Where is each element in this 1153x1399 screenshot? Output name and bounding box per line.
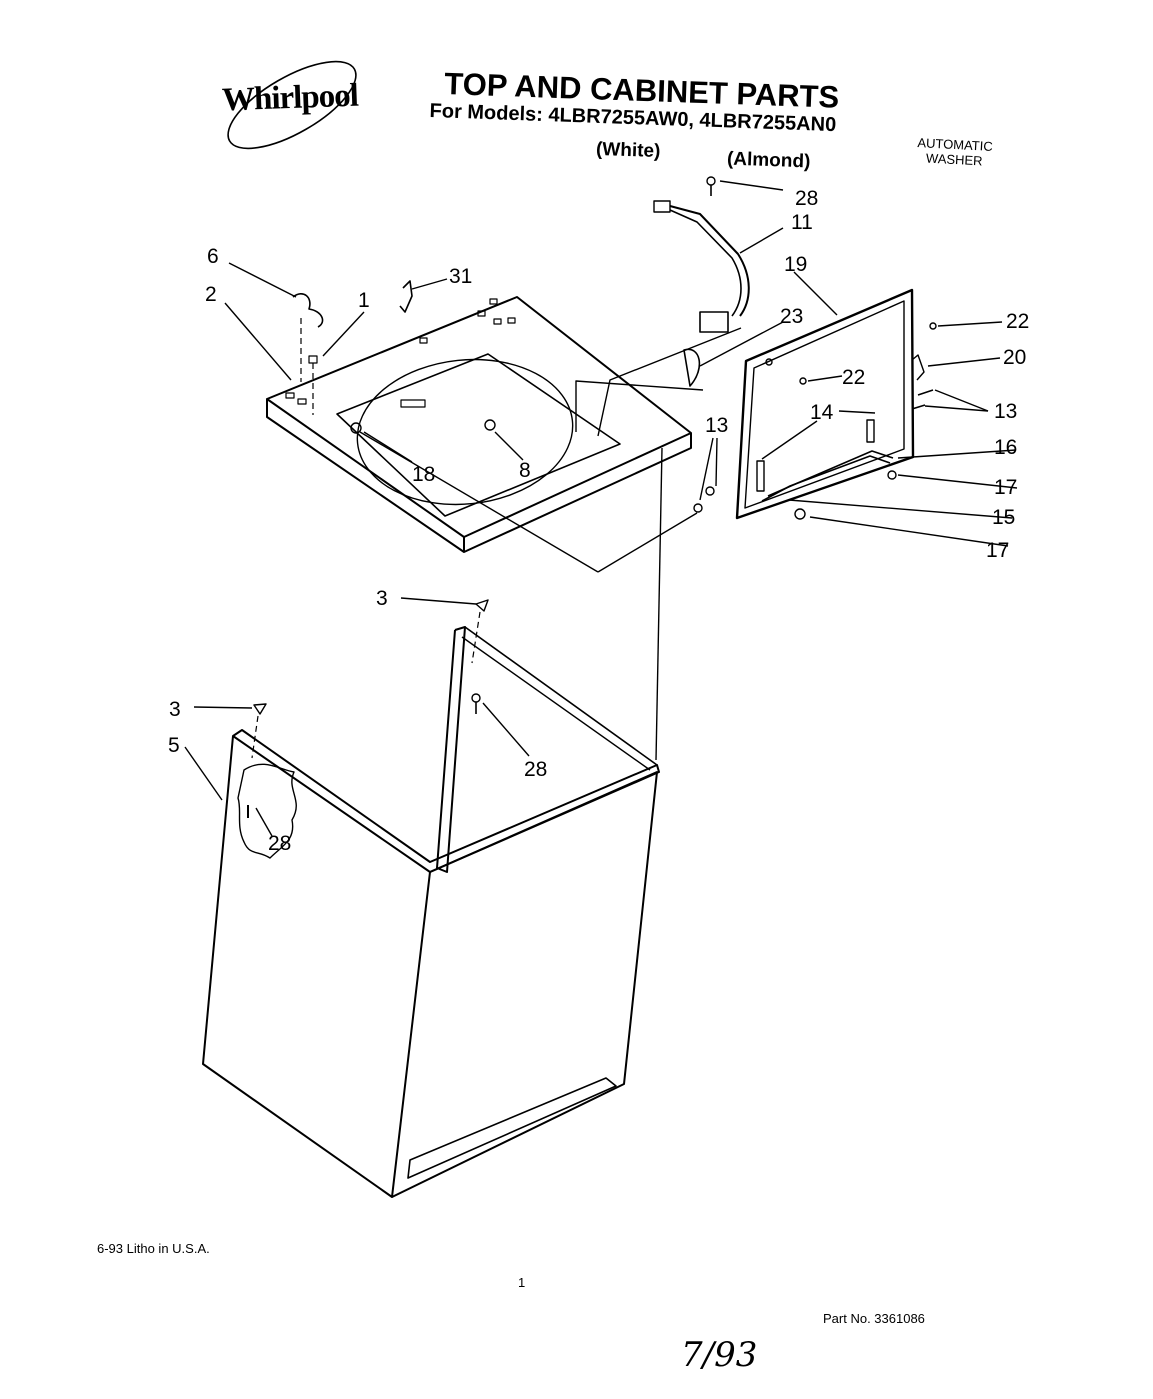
- callout-28-cutout: 28: [268, 832, 291, 855]
- callout-17-upper: 17: [994, 476, 1017, 499]
- washer-top-panel: [266, 296, 692, 553]
- part-number: Part No. 3361086: [823, 1311, 925, 1326]
- callout-28-top: 28: [795, 187, 818, 210]
- callout-18: 18: [412, 463, 435, 486]
- callout-22-right: 22: [1006, 310, 1029, 333]
- callout-3-upper: 3: [376, 587, 388, 610]
- callout-20: 20: [1003, 346, 1026, 369]
- callout-13-left: 13: [705, 414, 728, 437]
- washer-lid: [735, 288, 915, 520]
- callout-13-right: 13: [994, 400, 1017, 423]
- callout-14: 14: [810, 401, 834, 424]
- callout-28-cabinet: 28: [524, 758, 547, 781]
- callout-22-left: 22: [842, 366, 865, 389]
- callout-23: 23: [780, 305, 803, 328]
- callout-11: 11: [791, 211, 813, 234]
- callout-31: 31: [449, 265, 472, 288]
- litho-note: 6-93 Litho in U.S.A.: [97, 1241, 210, 1256]
- lid-switch-harness: [653, 200, 750, 387]
- washer-cabinet: [202, 626, 660, 1198]
- callout-6: 6: [207, 245, 219, 268]
- callout-17-lower: 17: [986, 539, 1009, 562]
- handwritten-date: 7/93: [681, 1335, 758, 1375]
- callout-3-lower: 3: [169, 698, 181, 721]
- callout-8: 8: [519, 459, 531, 482]
- callout-1: 1: [358, 289, 370, 312]
- callout-15: 15: [992, 506, 1015, 529]
- callout-leaders: [184, 180, 1018, 837]
- logo-swoosh: [227, 60, 357, 150]
- callout-19: 19: [784, 253, 807, 276]
- callout-5: 5: [168, 734, 180, 757]
- callout-16: 16: [994, 436, 1017, 459]
- page-number: 1: [518, 1275, 526, 1290]
- callout-2: 2: [205, 283, 217, 306]
- callout-labels: 28 11 19 6 31 2 1 23 22 22 20 14 13 13 1…: [168, 187, 1029, 855]
